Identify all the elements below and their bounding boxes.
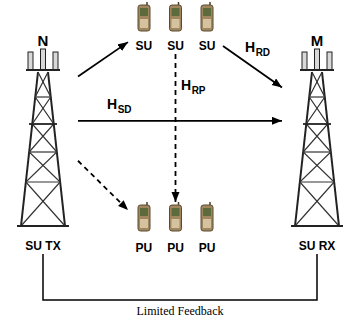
station-label: SU TX (25, 240, 60, 254)
channel-symbol: H (245, 40, 255, 55)
terminal-label: SU (135, 40, 152, 54)
base-station: N SU TX (8, 32, 78, 254)
phone-icon (138, 2, 150, 31)
phone-icon (201, 202, 213, 231)
channel-subscript: RP (192, 85, 206, 96)
user-group: SU SU SU (128, 0, 223, 54)
link-arrow (43, 254, 317, 300)
link-label: Limited Feedback (135, 305, 226, 319)
station-letter: M (311, 32, 324, 49)
phone-icon (170, 2, 182, 31)
channel-subscript: SD (118, 104, 132, 115)
terminal-label: PU (167, 242, 184, 256)
dashed-link (78, 161, 128, 210)
link-arrow (78, 120, 282, 122)
channel-symbol: H (181, 78, 191, 93)
terminal-label: PU (199, 242, 216, 256)
dashed-link (175, 54, 177, 202)
tower-icon (291, 49, 343, 226)
station-label: SU RX (299, 240, 336, 254)
channel-symbol: H (107, 97, 117, 112)
station-letter: N (38, 32, 49, 49)
phone-icon (170, 202, 182, 231)
channel-subscript: RD (256, 47, 270, 58)
tower-icon (17, 49, 69, 226)
base-station: M SU RX (282, 32, 352, 254)
terminal-label: SU (199, 40, 216, 54)
terminal-label: SU (167, 40, 184, 54)
phone-icon (201, 2, 213, 31)
link-arrow (78, 42, 128, 76)
phone-icon (138, 202, 150, 231)
user-group: PU PU PU (128, 202, 223, 256)
terminal-label: PU (135, 242, 152, 256)
